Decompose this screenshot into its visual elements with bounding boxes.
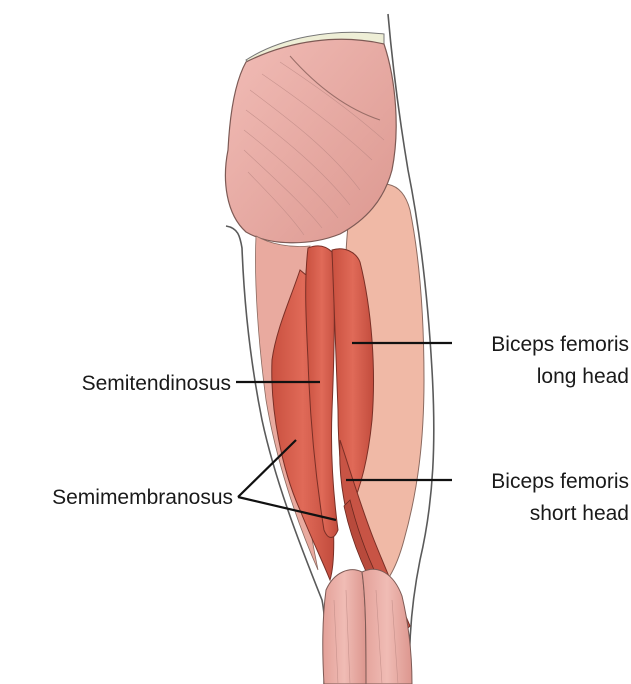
label-biceps-long-line1: Biceps femoris	[491, 333, 629, 356]
label-biceps-short-line1: Biceps femoris	[491, 470, 629, 493]
label-semimembranosus: Semimembranosus	[52, 486, 233, 509]
gastrocnemius-lateral	[362, 569, 412, 684]
label-semitendinosus: Semitendinosus	[82, 372, 231, 395]
gastrocnemius-medial	[323, 570, 366, 684]
label-biceps-long-line2: long head	[537, 365, 629, 388]
label-biceps-short-line2: short head	[530, 502, 629, 525]
